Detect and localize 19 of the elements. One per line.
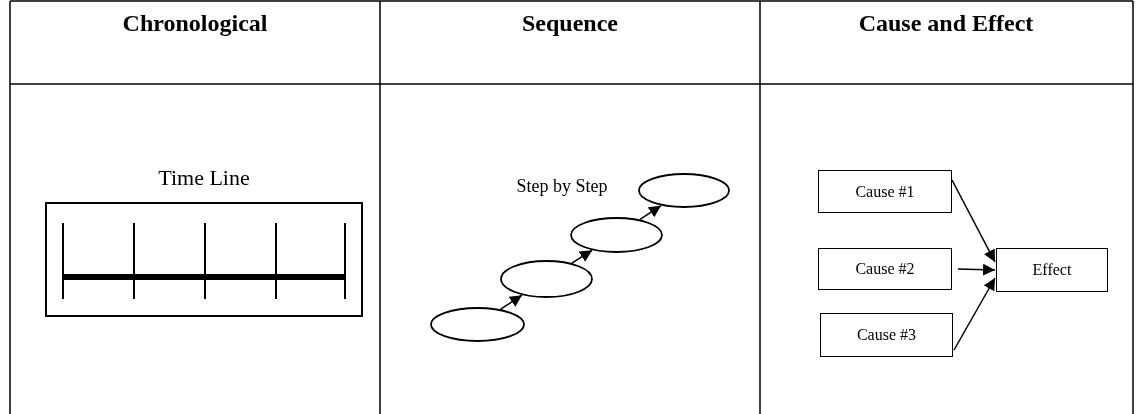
cause-box: Cause #3 xyxy=(820,313,953,357)
step-caption: Step by Step xyxy=(516,176,608,197)
arrow xyxy=(953,277,996,351)
arrow xyxy=(957,263,996,276)
timeline-title: Time Line xyxy=(158,165,250,191)
step-ellipse xyxy=(430,307,525,342)
column-header: Cause and Effect xyxy=(858,10,1034,37)
arrow xyxy=(499,294,523,310)
cause-box: Cause #2 xyxy=(818,248,952,290)
column-header: Chronological xyxy=(122,10,268,37)
step-ellipse xyxy=(570,217,663,253)
cause-box: Cause #1 xyxy=(818,170,952,213)
arrow xyxy=(951,179,996,263)
column-header: Sequence xyxy=(522,10,618,37)
arrow xyxy=(639,204,662,221)
step-ellipse xyxy=(500,260,593,298)
arrow xyxy=(571,249,593,264)
effect-box: Effect xyxy=(996,248,1108,292)
step-ellipse xyxy=(638,173,730,208)
